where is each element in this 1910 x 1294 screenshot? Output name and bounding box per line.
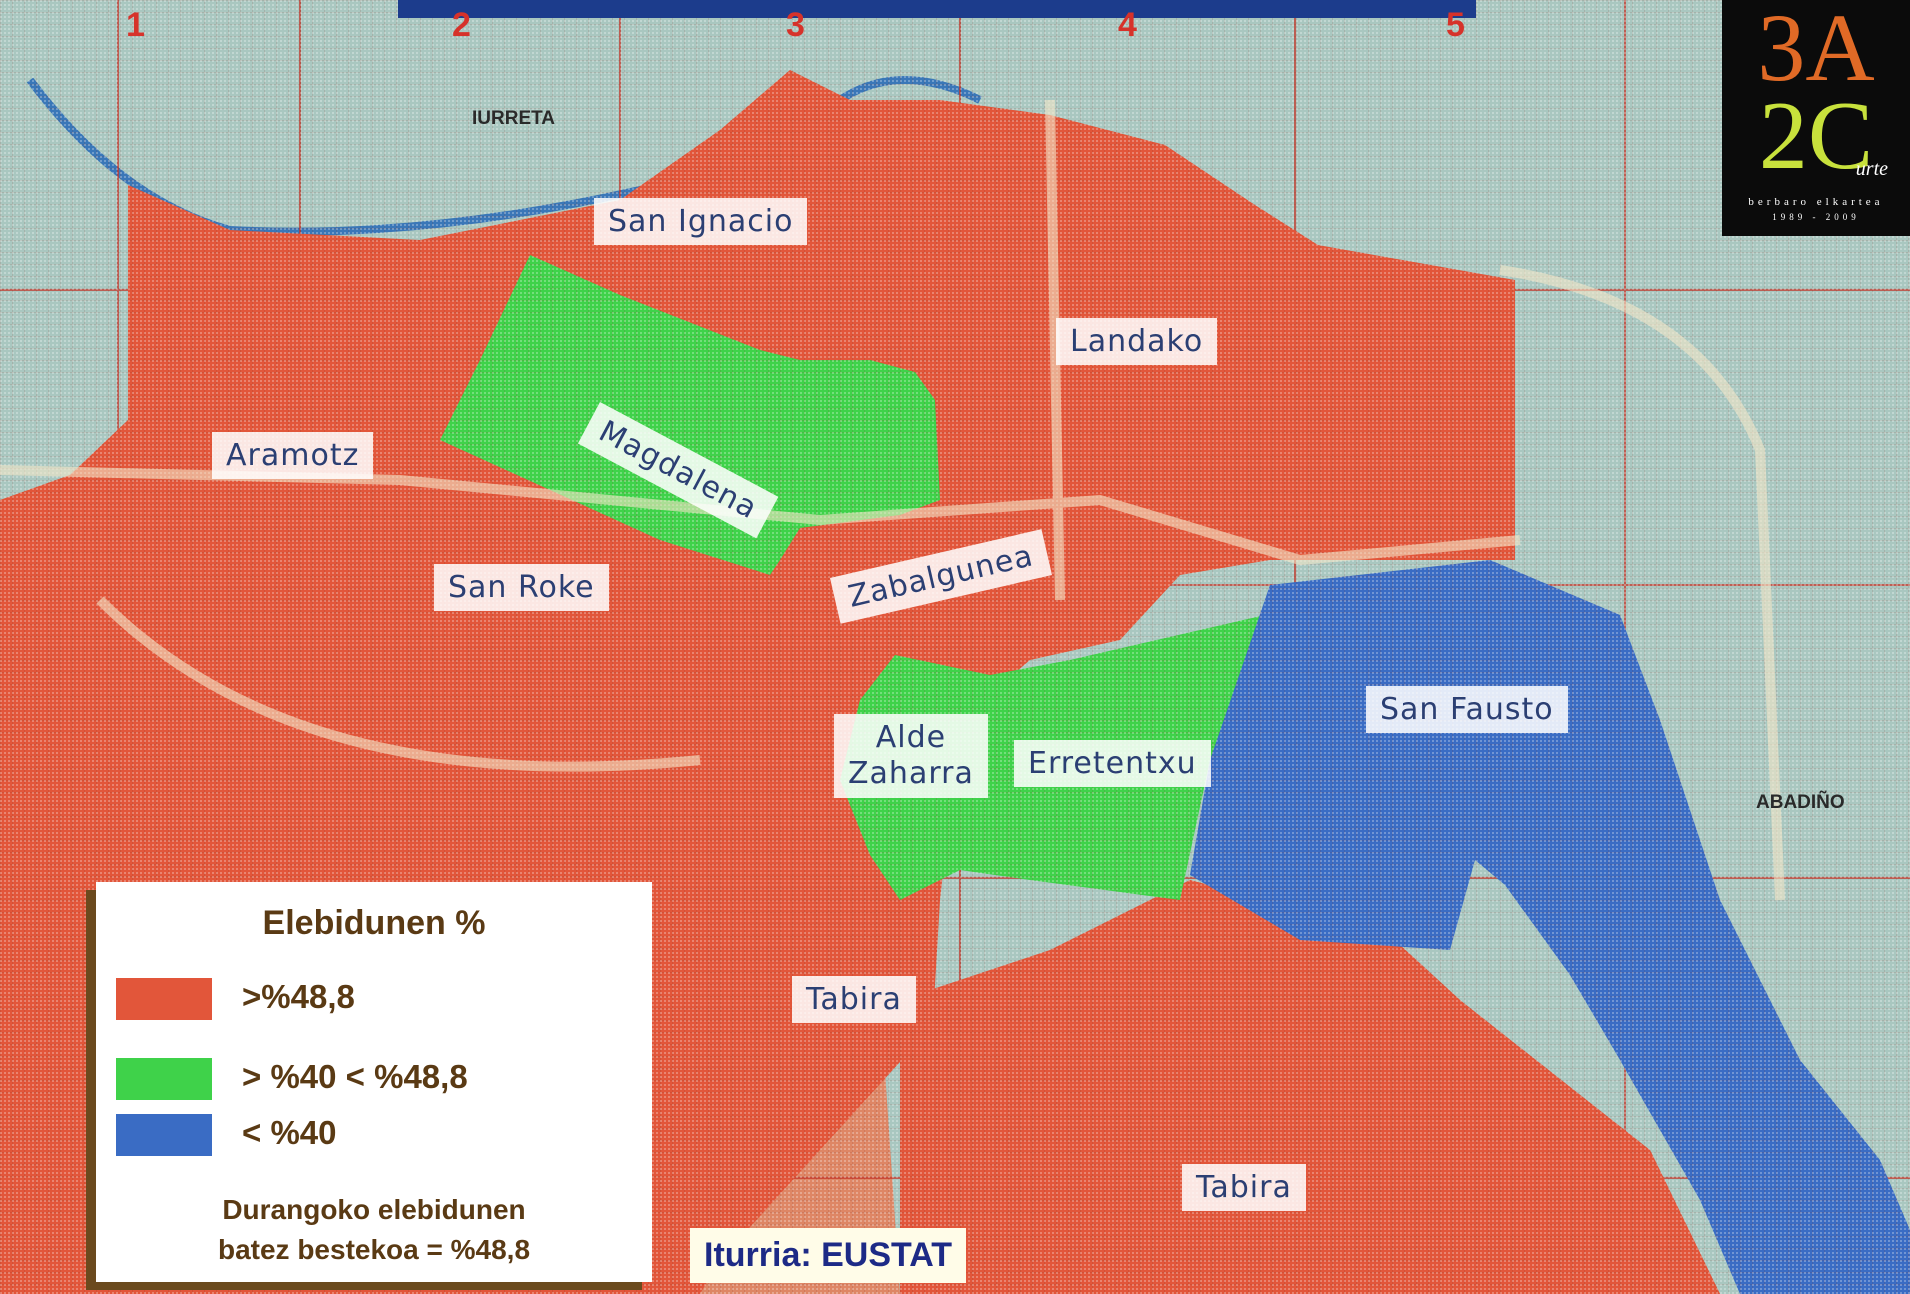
label-san-fausto[interactable]: San Fausto — [1366, 686, 1568, 733]
logo-line2: 2C — [1758, 82, 1874, 190]
map-legend: Elebidunen % >%48,8 > %40 < %48,8 < %40 … — [96, 882, 652, 1282]
place-iurreta: IURRETA — [472, 108, 556, 129]
logo: 3A 2C urte berbaro elkartea 1989 - 2009 — [1722, 0, 1910, 236]
place-abadino: ABADIÑO — [1756, 792, 1845, 813]
legend-label-low: < %40 — [242, 1114, 337, 1151]
label-san-roke[interactable]: San Roke — [434, 564, 609, 611]
label-tabira-south[interactable]: Tabira — [1182, 1164, 1306, 1211]
title-bar — [398, 0, 1476, 18]
grid-number-5: 5 — [1446, 6, 1465, 44]
legend-note-line1: Durangoko elebidunen — [222, 1194, 526, 1225]
legend-note-line2: batez bestekoa = %48,8 — [217, 1234, 531, 1265]
legend-label-medium: > %40 < %48,8 — [242, 1058, 468, 1095]
source-label: Iturria: EUSTAT — [690, 1228, 967, 1283]
label-alde: Alde — [875, 720, 947, 755]
label-alde-zaharra[interactable]: Alde Zaharra — [834, 714, 988, 798]
grid-number-4: 4 — [1118, 6, 1137, 44]
legend-swatch-medium — [116, 1058, 212, 1100]
grid-number-1: 1 — [126, 6, 145, 44]
logo-years: 1989 - 2009 — [1772, 212, 1860, 222]
legend-average-note: Durangoko elebidunen batez bestekoa = %4… — [96, 1190, 652, 1270]
label-aramotz[interactable]: Aramotz — [212, 432, 374, 479]
label-landako[interactable]: Landako — [1056, 318, 1218, 365]
label-zaharra: Zaharra — [848, 756, 974, 791]
legend-swatch-high — [116, 978, 212, 1020]
legend-swatch-low — [116, 1114, 212, 1156]
label-erretentxu[interactable]: Erretentxu — [1014, 740, 1211, 787]
logo-urte: urte — [1855, 158, 1888, 180]
legend-title: Elebidunen % — [262, 904, 486, 942]
legend-label-high: >%48,8 — [242, 978, 355, 1015]
label-tabira-north[interactable]: Tabira — [792, 976, 916, 1023]
logo-line1: 3A — [1757, 0, 1875, 101]
grid-number-2: 2 — [452, 6, 471, 44]
label-san-ignacio[interactable]: San Ignacio — [594, 198, 808, 245]
grid-number-3: 3 — [786, 6, 805, 44]
logo-subtitle: berbaro elkartea — [1748, 196, 1884, 208]
